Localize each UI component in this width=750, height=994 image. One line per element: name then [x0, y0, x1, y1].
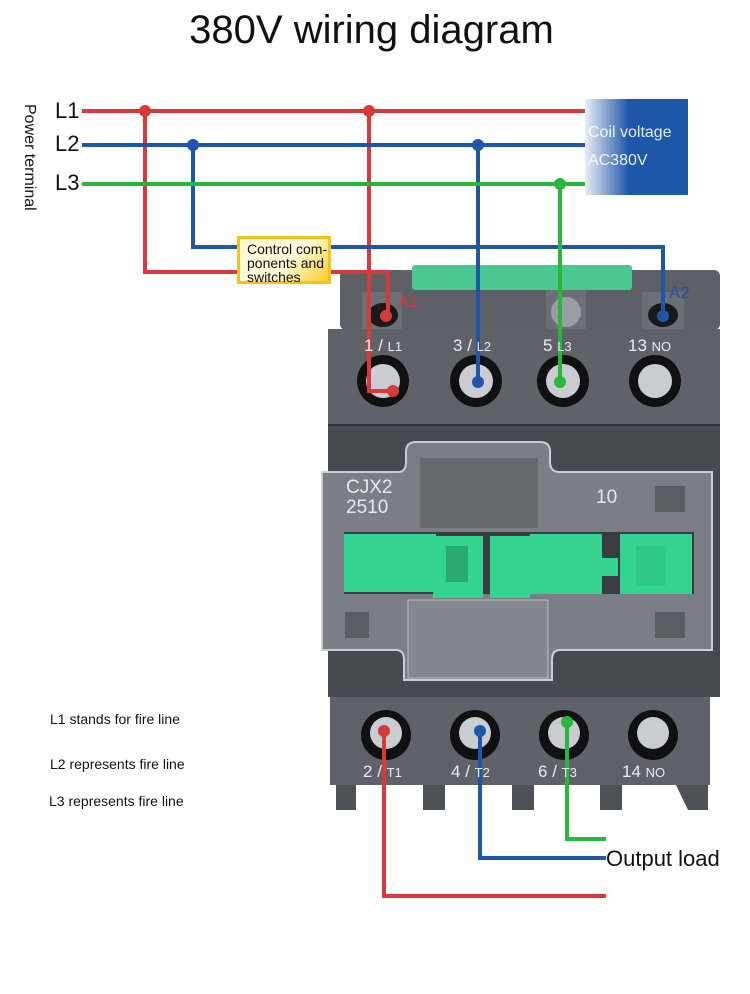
- terminal-label-4: 4 / T2: [451, 762, 490, 781]
- junction-l1-a: [139, 105, 151, 117]
- t3-in-dot: [472, 376, 484, 388]
- a2-label: A2: [669, 283, 690, 302]
- t4-out-dot: [474, 725, 486, 737]
- a2-dot: [657, 310, 669, 322]
- junction-l1-b: [363, 105, 375, 117]
- legend-l1: L1 stands for fire line: [50, 711, 180, 727]
- output-load-label: Output load: [606, 846, 720, 871]
- contactor-green-label: [412, 265, 632, 290]
- control-box-line-1: Control com-: [247, 241, 328, 257]
- t5-in-dot: [554, 376, 566, 388]
- terminal-label-13: 13 NO: [628, 336, 672, 355]
- coil-voltage-box: Coil voltage AC380V: [585, 99, 688, 195]
- terminal-label-14: 14 NO: [622, 762, 666, 781]
- model-label: CJX2 2510: [346, 477, 393, 518]
- line-label-l1: L1: [55, 98, 80, 123]
- a1-label: A1: [398, 292, 419, 311]
- legend-l2: L2 represents fire line: [50, 756, 185, 772]
- green-actuator: [344, 532, 694, 598]
- wire-l2-to-a2: [191, 145, 665, 316]
- t1-in-dot: [387, 385, 399, 397]
- junction-l2-a: [187, 139, 199, 151]
- wire-t2-output: [478, 731, 606, 860]
- junction-l2-b: [472, 139, 484, 151]
- terminal-label-3: 3 / L2: [453, 336, 492, 355]
- control-components-box: Control com- ponents and switches: [237, 236, 331, 284]
- diagram-title: 380V wiring diagram: [189, 8, 554, 52]
- t6-out-dot: [561, 716, 573, 728]
- a1-dot: [380, 310, 392, 322]
- terminal-label-5: 5 L3: [543, 336, 572, 355]
- terminal-label-2: 2 / T1: [363, 762, 402, 781]
- t2-out-dot: [378, 725, 390, 737]
- wire-t1-output: [382, 731, 606, 898]
- middle-screw: [551, 297, 581, 327]
- junction-l3: [554, 178, 566, 190]
- aux-contact-label: 10: [596, 487, 618, 508]
- junction-dots: [139, 105, 669, 737]
- control-box-line-3: switches: [247, 269, 301, 285]
- line-label-l2: L2: [55, 131, 80, 156]
- wire-t3-output: [565, 722, 606, 841]
- line-label-l3: L3: [55, 170, 80, 195]
- terminal-label-1: 1 / L1: [364, 336, 403, 355]
- legend-l3: L3 represents fire line: [49, 793, 184, 809]
- control-box-line-2: ponents and: [247, 255, 325, 271]
- terminal-label-6: 6 / T3: [538, 762, 577, 781]
